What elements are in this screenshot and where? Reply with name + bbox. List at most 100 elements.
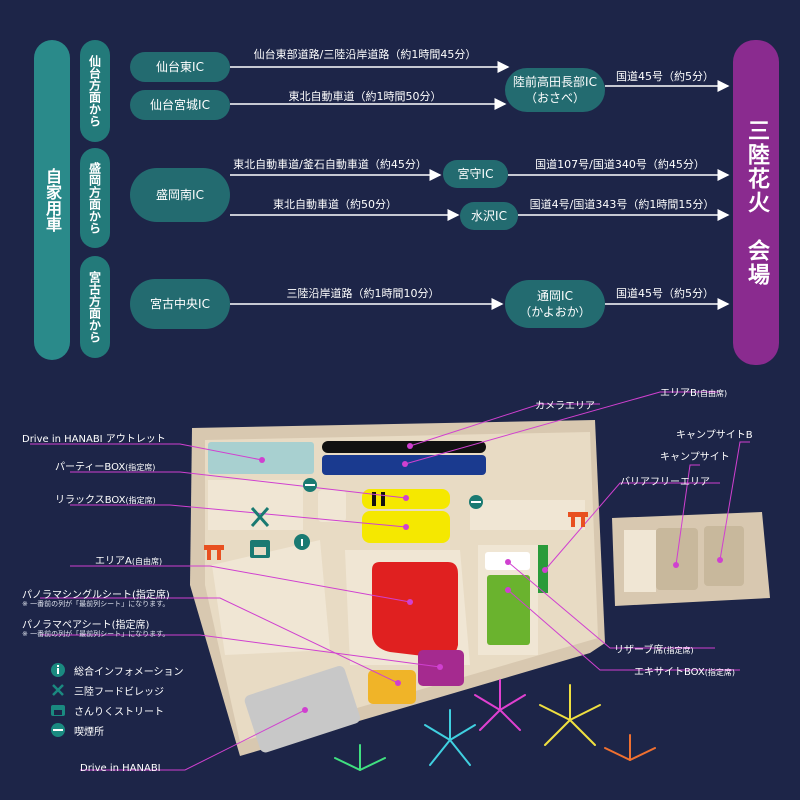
leader-camp [675, 464, 700, 566]
map-party-box-mark2 [381, 492, 385, 506]
route-r2: 東北自動車道（約1時間50分） [288, 90, 442, 103]
dot-outlet [259, 457, 265, 463]
legend-food-label: 三陸フードビレッジ [74, 686, 164, 698]
self-car-label: 自家用車 [43, 168, 62, 232]
label-party-box: パーティーBOX(指定席) [55, 458, 155, 473]
leader-excite [507, 589, 740, 671]
label-party-box-note: (指定席) [125, 463, 156, 472]
map-smoking-icon-1 [303, 478, 317, 492]
origin-miyako-chuo: 宮古中央IC [130, 279, 230, 329]
label-area-b-text: エリアB [660, 388, 697, 399]
label-area-b: エリアB(自由席) [660, 384, 727, 399]
label-camp-site-b: キャンプサイトB [676, 430, 753, 441]
label-excite-box-note: (指定席) [704, 668, 736, 677]
origin-sendai-miyagi: 仙台宮城IC [130, 90, 230, 120]
route-r4: 東北自動車道/釜石自動車道（約45分） [233, 158, 427, 171]
leader-outlet [30, 443, 263, 461]
leader-camera [409, 403, 600, 447]
label-reserve-seat: リザーブ席(指定席) [614, 641, 694, 656]
map-gate-icon-2 [568, 512, 588, 527]
route-r6: 東北自動車道（約50分） [273, 198, 397, 211]
junction-mizusawa: 水沢IC [460, 202, 518, 230]
map-party-box-mark1 [372, 492, 376, 506]
block-7 [624, 530, 656, 592]
route-r9: 国道45号（約5分） [616, 287, 714, 300]
dot-party [403, 495, 409, 501]
info-icon [51, 663, 65, 677]
map-shop-icon [250, 540, 270, 558]
legend-food: 三陸フードビレッジ [50, 682, 164, 698]
map-smoking-icon-2 [469, 495, 483, 509]
map-area-a [372, 562, 458, 659]
dot-area-a [407, 599, 413, 605]
fireworks-decoration [334, 679, 656, 771]
block-3 [470, 500, 585, 530]
leader-drive-in [80, 709, 306, 771]
label-area-a-text: エリアA [95, 556, 132, 567]
label-panorama-pair: パノラマペアシート(指定席) [22, 620, 150, 631]
shop-icon [51, 705, 65, 716]
label-camera-area: カメラエリア [535, 401, 595, 412]
route-arrows [230, 61, 730, 310]
legend-info: 総合インフォメーション [50, 662, 184, 678]
dot-drive-in [302, 707, 308, 713]
legend-smoking: 喫煙所 [50, 722, 104, 738]
venue-label: 三陸花火 会場 [744, 118, 769, 287]
legend-shop: さんりくストリート [50, 702, 164, 718]
dot-reserve [505, 559, 511, 565]
route-r5: 国道107号/国道340号（約45分） [535, 158, 705, 171]
group-sendai: 仙台方面から [80, 40, 110, 142]
label-camp-site: キャンプサイト [660, 452, 730, 463]
note-panorama-single: ※ 一番前の列が「最前列シート」になります。 [22, 600, 170, 608]
legend-info-label: 総合インフォメーション [74, 666, 184, 678]
label-reserve-seat-note: (指定席) [663, 646, 694, 655]
origin-morioka-minami: 盛岡南IC [130, 168, 230, 222]
note-panorama-pair: ※ 一番前の列が「最前列シート」になります。 [22, 630, 170, 638]
label-party-box-text: パーティーBOX [55, 462, 126, 473]
label-area-b-note: (自由席) [696, 389, 728, 398]
map-gate-icon-1 [204, 545, 224, 560]
map-panorama-single [368, 670, 416, 704]
leader-barrier [544, 482, 720, 571]
leader-single [40, 597, 399, 684]
junction-touni: 通岡IC （かよおか） [505, 280, 605, 328]
label-relax-box-note: (指定席) [125, 496, 156, 505]
label-relax-box-text: リラックスBOX [55, 495, 126, 506]
label-area-a-note: (自由席) [131, 557, 163, 566]
dot-camp-b [717, 557, 723, 563]
map-info-icon [294, 534, 310, 550]
dot-excite [505, 587, 511, 593]
origin-sendai-higashi-label: 仙台東IC [156, 59, 204, 74]
label-barrier-free: バリアフリーエリア [620, 477, 710, 488]
junction-mizusawa-label: 水沢IC [471, 208, 507, 223]
group-miyako: 宮古方面から [80, 256, 110, 358]
route-r3: 国道45号（約5分） [616, 70, 714, 83]
dot-camera [407, 443, 413, 449]
junction-miyamori: 宮守IC [443, 160, 508, 188]
group-morioka: 盛岡方面から [80, 148, 110, 248]
junction-rikuzen-label: 陸前高田長部IC （おさべ） [513, 74, 597, 105]
map-camp-site-b [704, 526, 744, 586]
origin-sendai-miyagi-label: 仙台宮城IC [150, 97, 210, 112]
legend-smoking-label: 喫煙所 [74, 726, 104, 738]
block-2 [318, 490, 346, 522]
food-icon [52, 684, 64, 696]
dot-area-b [402, 461, 408, 467]
route-r7: 国道4号/国道343号（約1時間15分） [529, 198, 715, 211]
map-food-icon [250, 507, 270, 527]
label-panorama-single: パノラマシングルシート(指定席) [22, 590, 170, 601]
leader-party [70, 471, 407, 499]
junction-rikuzen: 陸前高田長部IC （おさべ） [505, 68, 605, 112]
legend-shop-label: さんりくストリート [74, 706, 164, 718]
label-excite-box-text: エキサイトBOX [634, 667, 705, 678]
venue-map [30, 391, 770, 771]
group-morioka-label: 盛岡方面から [87, 162, 102, 234]
dot-relax [403, 524, 409, 530]
group-miyako-label: 宮古方面から [87, 271, 102, 343]
dot-barrier [542, 567, 548, 573]
venue-bar: 三陸花火 会場 [733, 40, 779, 365]
map-excite-box [487, 575, 530, 645]
leader-camp-b [719, 441, 750, 561]
leader-area-b [404, 391, 720, 465]
junction-miyamori-label: 宮守IC [457, 166, 494, 181]
